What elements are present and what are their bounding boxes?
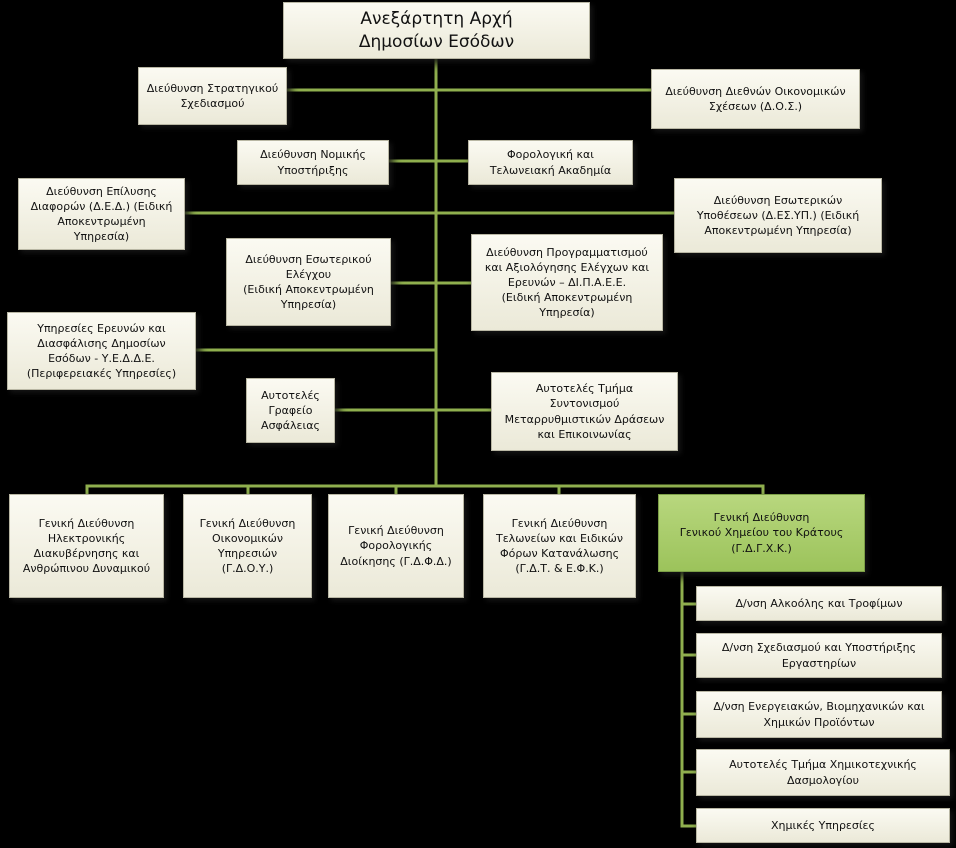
box-chem-lab-support: Δ/νση Σχεδιασμού και Υποστήριξης Εργαστη… [696,633,942,678]
box-tax-customs-academy: Φορολογική και Τελωνειακή Ακαδημία [468,140,633,185]
box-reform-coordination: Αυτοτελές Τμήμα Συντονισμού Μεταρρυθμιστ… [491,372,678,451]
box-legal-support: Διεύθυνση Νομικής Υποστήριξης [237,140,389,185]
box-dispute-resolution: Διεύθυνση Επίλυσης Διαφορών (Δ.Ε.Δ.) (Ει… [18,178,185,250]
box-chem-alcohol-food: Δ/νση Αλκοόλης και Τροφίμων [696,586,942,621]
box-gd-economic-services: Γενική Διεύθυνση Οικονομικών Υπηρεσιών (… [183,494,312,598]
box-gd-egov-hr: Γενική Διεύθυνση Ηλεκτρονικής Διακυβέρνη… [9,494,164,598]
box-gd-general-chemical-state: Γενική Διεύθυνση Γενικού Χημείου του Κρά… [658,494,865,572]
box-top-authority: Ανεξάρτητη Αρχή Δημοσίων Εσόδων [283,2,590,59]
box-planning-evaluation: Διεύθυνση Προγραμματισμού και Αξιολόγηση… [471,234,663,331]
box-investigations-services: Υπηρεσίες Ερευνών και Διασφάλισης Δημοσί… [7,312,196,390]
box-security-office: Αυτοτελές Γραφείο Ασφάλειας [246,378,335,443]
box-internal-affairs: Διεύθυνση Εσωτερικών Υποθέσεων (Δ.ΕΣ.ΥΠ.… [674,178,882,253]
box-chem-tariff: Αυτοτελές Τμήμα Χημικοτεχνικής Δασμολογί… [696,749,950,796]
box-international-relations: Διεύθυνση Διεθνών Οικονομικών Σχέσεων (Δ… [651,69,860,129]
box-gd-customs-excise: Γενική Διεύθυνση Τελωνείων και Ειδικών Φ… [483,494,636,598]
box-gd-tax-administration: Γενική Διεύθυνση Φορολογικής Διοίκησης (… [328,494,464,598]
box-strategic-planning: Διεύθυνση Στρατηγικού Σχεδιασμού [138,67,287,125]
box-chem-services: Χημικές Υπηρεσίες [696,808,950,843]
box-internal-audit: Διεύθυνση Εσωτερικού Ελέγχου (Ειδική Απο… [226,238,391,326]
box-chem-energy-industrial: Δ/νση Ενεργειακών, Βιομηχανικών και Χημι… [696,691,942,738]
